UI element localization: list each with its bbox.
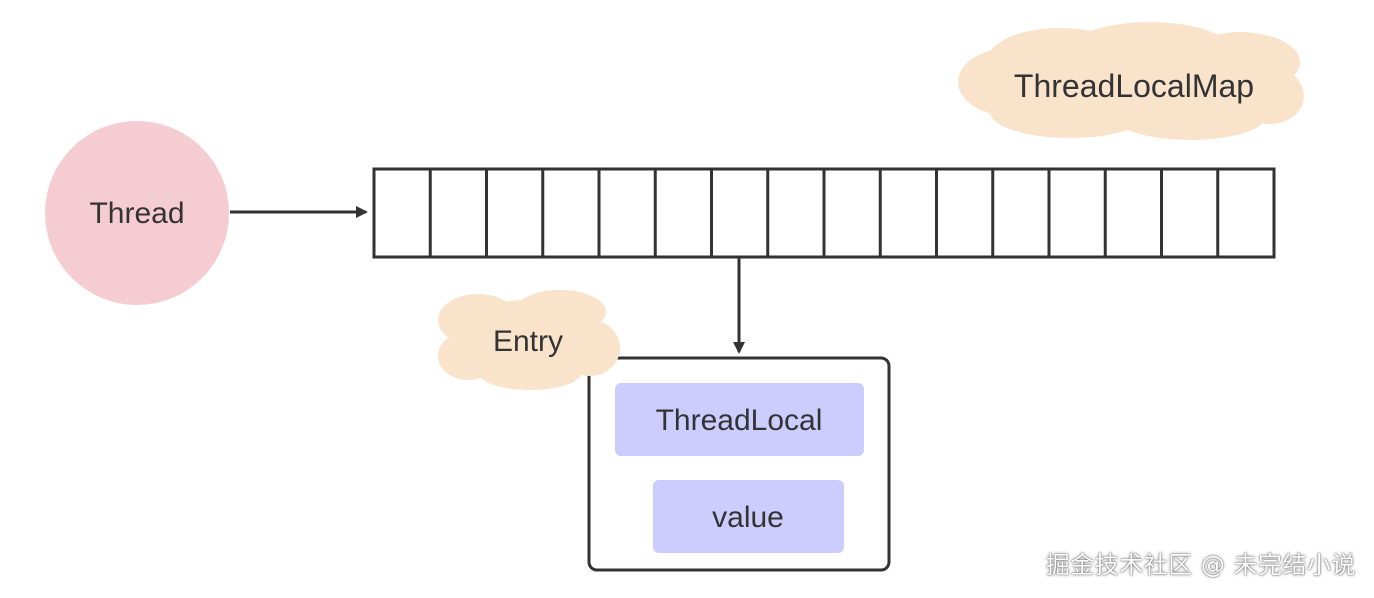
- threadlocalmap-label: ThreadLocalMap: [1014, 68, 1254, 104]
- thread-node: Thread: [45, 121, 229, 305]
- value-label: value: [712, 501, 784, 534]
- entry-label: Entry: [493, 325, 563, 358]
- threadlocal-label: ThreadLocal: [656, 404, 823, 437]
- value-field: value: [653, 480, 844, 553]
- watermark: 掘金技术社区 @ 未完结小说: [1045, 551, 1356, 579]
- threadlocal-field: ThreadLocal: [615, 383, 864, 456]
- entry-cloud: Entry: [438, 290, 620, 390]
- thread-label: Thread: [89, 197, 184, 230]
- threadlocalmap-cloud: ThreadLocalMap: [958, 22, 1304, 140]
- threadlocalmap-array: [372, 167, 1276, 259]
